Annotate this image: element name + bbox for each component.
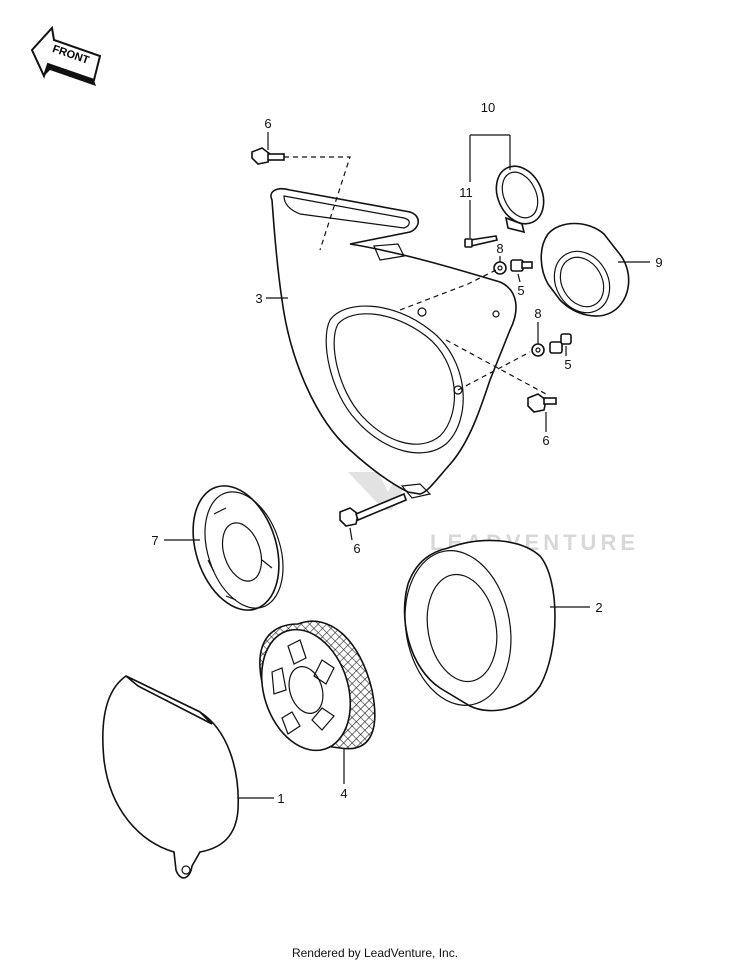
part-11-screw [464,235,498,248]
part-3-air-duct [270,187,517,499]
part-6-bolt-right [527,393,557,413]
callout-11: 11 [459,185,473,200]
callout-2: 2 [595,600,602,615]
footer-credit: Rendered by LeadVenture, Inc. [291,946,459,960]
callout-10: 10 [481,100,495,115]
callout-8-lower: 8 [534,306,541,321]
callout-3: 3 [255,291,262,306]
callout-5-lower: 5 [564,357,571,372]
part-5-screw-lower [549,333,572,354]
callout-1: 1 [277,791,284,806]
callout-numbers: 6 10 11 3 8 5 8 5 6 6 9 7 2 4 1 [151,100,662,806]
part-1-cover [102,675,239,879]
part-4-filter-element [259,620,376,752]
callout-6-top: 6 [264,116,271,131]
part-7-plate [192,485,284,611]
callout-6-bottom: 6 [353,541,360,556]
part-2-air-cleaner-case [403,539,556,712]
part-8-washer-lower [531,343,545,357]
front-arrow-icon: FRONT [30,25,102,86]
part-6-bolt-top [251,147,285,165]
callout-5-upper: 5 [517,283,524,298]
callout-9: 9 [655,255,662,270]
callout-4: 4 [340,786,347,801]
callout-7: 7 [151,533,158,548]
assembly-lines [284,156,547,395]
part-8-washer-upper [493,261,507,275]
leader-lines [164,132,650,799]
part-10-clamp [495,165,545,234]
part-6-bolt-bottom [339,492,407,527]
part-5-screw-upper [510,259,533,272]
callout-8-upper: 8 [496,241,503,256]
callout-6-right: 6 [542,433,549,448]
part-9-intake-boot [540,222,630,317]
